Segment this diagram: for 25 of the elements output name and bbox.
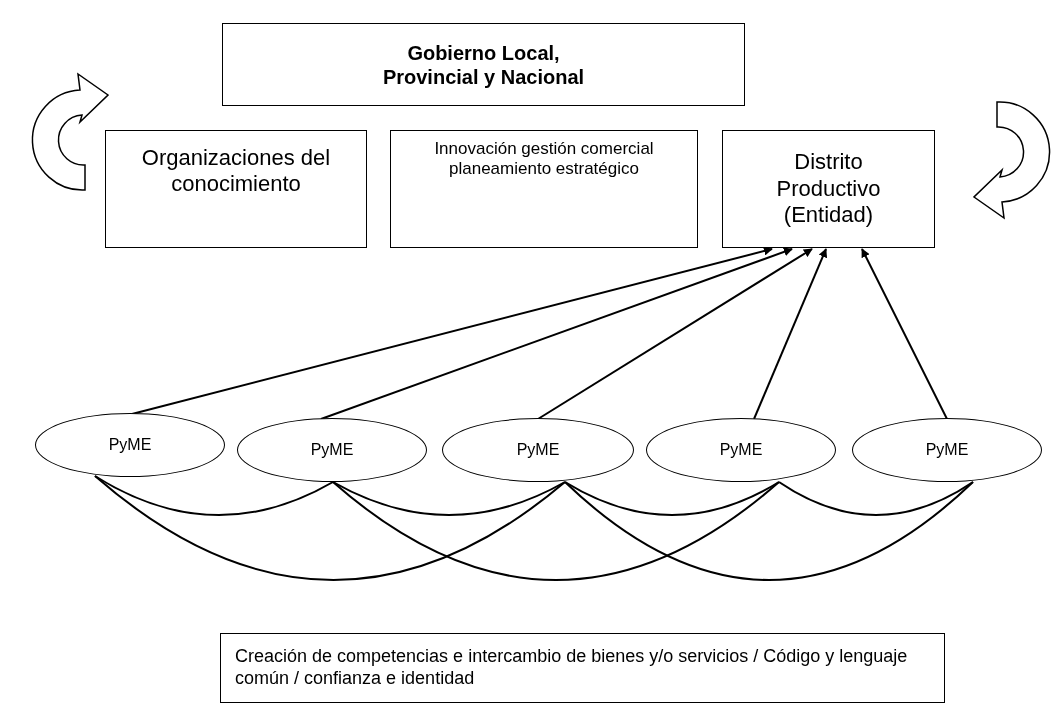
connector-curve	[332, 481, 780, 581]
text-box	[390, 130, 698, 248]
connector-curve	[94, 475, 566, 581]
box-text: Distrito Productivo (Entidad)	[775, 149, 882, 229]
text-box	[105, 130, 367, 248]
node-label: PyME	[108, 435, 152, 455]
box-text: Innovación gestión comercial planeamiento estratégico	[434, 139, 654, 180]
connector-curve	[564, 481, 974, 581]
connector-curve	[332, 481, 566, 516]
text-box	[220, 633, 945, 703]
connector-curve	[564, 481, 780, 516]
box-text: Creación de competencias e intercambio de bienes y/o servicios / Código y lenguaje común / confianza e identidad	[235, 646, 909, 690]
arrow	[861, 248, 948, 420]
arrow	[753, 248, 827, 420]
text-box	[722, 130, 935, 248]
node-label: PyME	[310, 440, 354, 460]
connector-curve	[778, 481, 974, 516]
box-text: Gobierno Local, Provincial y Nacional	[381, 40, 586, 89]
box-text: Organizaciones del conocimiento	[140, 145, 332, 198]
text-box	[222, 23, 745, 106]
node-label: PyME	[516, 440, 560, 460]
arrow	[320, 247, 793, 420]
node-label: PyME	[719, 440, 763, 460]
node-label: PyME	[925, 440, 969, 460]
arrow	[537, 248, 813, 420]
